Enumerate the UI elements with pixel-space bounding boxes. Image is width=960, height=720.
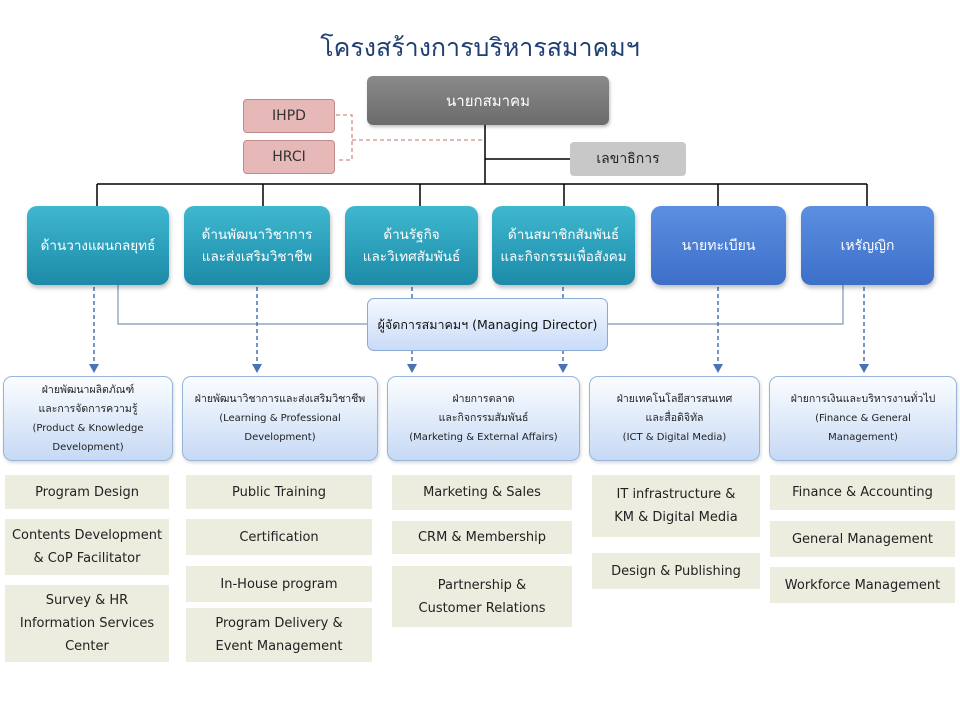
committee-label-2: และส่งเสริมวิชาชีพ	[201, 248, 313, 265]
dept-th-1: ฝ่ายการตลาด	[452, 393, 515, 405]
committee-label: ด้านรัฐกิจ	[383, 226, 440, 243]
dept-en-1: (Marketing & External Affairs)	[409, 432, 558, 443]
dept-en-1: (Learning & Professional	[219, 413, 341, 424]
secretary-box: เลขาธิการ	[570, 142, 686, 176]
committee-treasurer: เหรัญญิก	[801, 206, 934, 285]
function-box: Workforce Management	[770, 567, 955, 603]
dept-learning: ฝ่ายพัฒนาวิชาการและส่งเสริมวิชาชีพ (Lear…	[182, 376, 378, 461]
page-title: โครงสร้างการบริหารสมาคมฯ	[320, 33, 640, 62]
committee-registrar: นายทะเบียน	[651, 206, 786, 285]
dept-finance: ฝ่ายการเงินและบริหารงานทั่วไป (Finance &…	[769, 376, 957, 461]
function-box: Contents Development & CoP Facilitator	[5, 519, 169, 575]
committee-government: ด้านรัฐกิจ และวิเทศสัมพันธ์	[345, 206, 478, 285]
committee-label-2: และกิจกรรมเพื่อสังคม	[500, 248, 627, 265]
function-box: Certification	[186, 519, 372, 555]
function-box: In-House program	[186, 566, 372, 602]
dept-th-2: และกิจกรรมสัมพันธ์	[438, 412, 529, 424]
function-box: Finance & Accounting	[770, 475, 955, 510]
function-box: CRM & Membership	[392, 521, 572, 554]
dept-marketing: ฝ่ายการตลาด และกิจกรรมสัมพันธ์ (Marketin…	[387, 376, 580, 461]
committee-label: นายทะเบียน	[681, 237, 756, 254]
dept-en-1: (ICT & Digital Media)	[622, 432, 727, 443]
advisor-hrci: HRCI	[243, 140, 335, 174]
dept-th-2: และสื่อดิจิทัล	[645, 412, 704, 424]
committee-academic: ด้านพัฒนาวิชาการ และส่งเสริมวิชาชีพ	[184, 206, 330, 285]
function-box: General Management	[770, 521, 955, 557]
function-box: Survey & HR Information Services Center	[5, 585, 169, 662]
committee-member: ด้านสมาชิกสัมพันธ์ และกิจกรรมเพื่อสังคม	[492, 206, 635, 285]
function-box: Program Delivery & Event Management	[186, 608, 372, 662]
dept-th-1: ฝ่ายเทคโนโลยีสารสนเทศ	[616, 393, 733, 405]
function-box: IT infrastructure & KM & Digital Media	[592, 475, 760, 537]
dept-th-1: ฝ่ายพัฒนาผลิตภัณฑ์	[41, 383, 135, 396]
function-box: Public Training	[186, 475, 372, 509]
dept-product-knowledge: ฝ่ายพัฒนาผลิตภัณฑ์ และการจัดการความรู้ (…	[3, 376, 173, 461]
dept-en-1: (Product & Knowledge	[32, 422, 144, 434]
committee-label: ด้านพัฒนาวิชาการ	[201, 226, 313, 243]
dept-ict: ฝ่ายเทคโนโลยีสารสนเทศ และสื่อดิจิทัล (IC…	[589, 376, 760, 461]
dept-th-1: ฝ่ายพัฒนาวิชาการและส่งเสริมวิชาชีพ	[194, 393, 366, 405]
president-box: นายกสมาคม	[367, 76, 609, 125]
dept-en-1: (Finance & General	[815, 413, 911, 424]
function-box: Partnership & Customer Relations	[392, 566, 572, 627]
dept-en-2: Development)	[244, 432, 316, 443]
committee-strategy: ด้านวางแผนกลยุทธ์	[27, 206, 169, 285]
committee-label: ด้านสมาชิกสัมพันธ์	[507, 226, 620, 243]
function-box: Marketing & Sales	[392, 475, 572, 510]
committee-label-2: และวิเทศสัมพันธ์	[362, 248, 461, 265]
managing-director-box: ผู้จัดการสมาคมฯ (Managing Director)	[367, 298, 608, 351]
committee-label: เหรัญญิก	[840, 237, 895, 254]
dept-th-2: และการจัดการความรู้	[38, 402, 138, 415]
advisor-ihpd: IHPD	[243, 99, 335, 133]
dept-en-2: Development)	[52, 441, 124, 453]
dept-en-2: Management)	[828, 432, 898, 443]
committee-label: ด้านวางแผนกลยุทธ์	[40, 237, 156, 254]
function-box: Program Design	[5, 475, 169, 509]
dept-th-1: ฝ่ายการเงินและบริหารงานทั่วไป	[790, 393, 936, 405]
function-box: Design & Publishing	[592, 553, 760, 589]
